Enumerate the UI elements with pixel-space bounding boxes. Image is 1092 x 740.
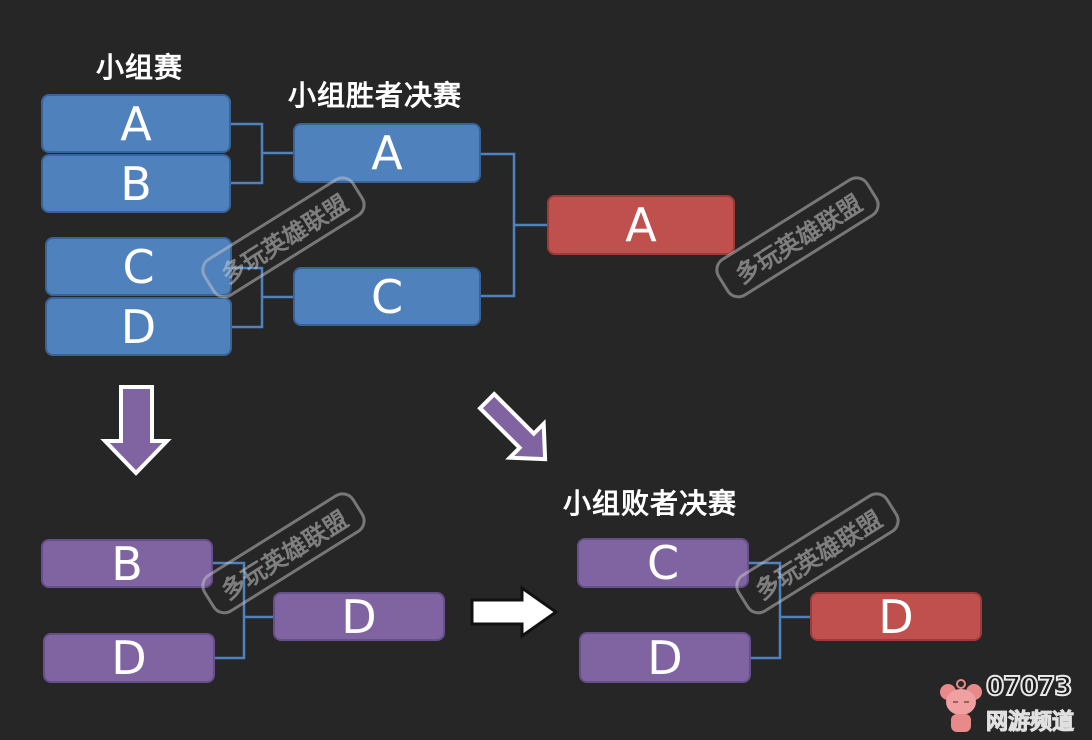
group-box-c[interactable]: C [45, 237, 232, 296]
arrow-diagonal-icon [477, 391, 548, 462]
winners-semi-box-2[interactable]: C [293, 267, 481, 326]
connector-final [481, 152, 516, 298]
logo-number: 07073 [985, 671, 1073, 703]
winners-champion-box[interactable]: A [547, 195, 735, 255]
title-group-stage: 小组赛 [96, 51, 184, 84]
winners-semi-box-1[interactable]: A [293, 123, 481, 183]
arrow-right-icon [470, 585, 559, 639]
logo-text: 网游频道 [985, 710, 1075, 736]
connector-ab [231, 122, 264, 185]
group-box-d[interactable]: D [45, 297, 232, 356]
connector-cd [232, 266, 264, 329]
title-losers-final: 小组败者决赛 [563, 487, 738, 520]
drop-winner-box[interactable]: D [273, 592, 445, 641]
mascot-icon [940, 679, 982, 732]
losers-final-box-2[interactable]: D [579, 632, 751, 683]
arrow-down-icon [100, 385, 172, 476]
title-winners-final: 小组胜者决赛 [288, 79, 463, 112]
site-logo: 07073 网游频道 [938, 670, 1088, 736]
watermark: 多玩英雄联盟 [710, 171, 885, 304]
drop-box-2[interactable]: D [43, 633, 215, 683]
losers-final-box-1[interactable]: C [577, 538, 749, 588]
losers-final-winner-box[interactable]: D [810, 592, 982, 641]
connector-bd [213, 561, 246, 660]
drop-box-1[interactable]: B [41, 539, 213, 588]
group-box-a[interactable]: A [41, 94, 231, 153]
connector-loser-final [749, 561, 782, 660]
group-box-b[interactable]: B [41, 154, 231, 213]
